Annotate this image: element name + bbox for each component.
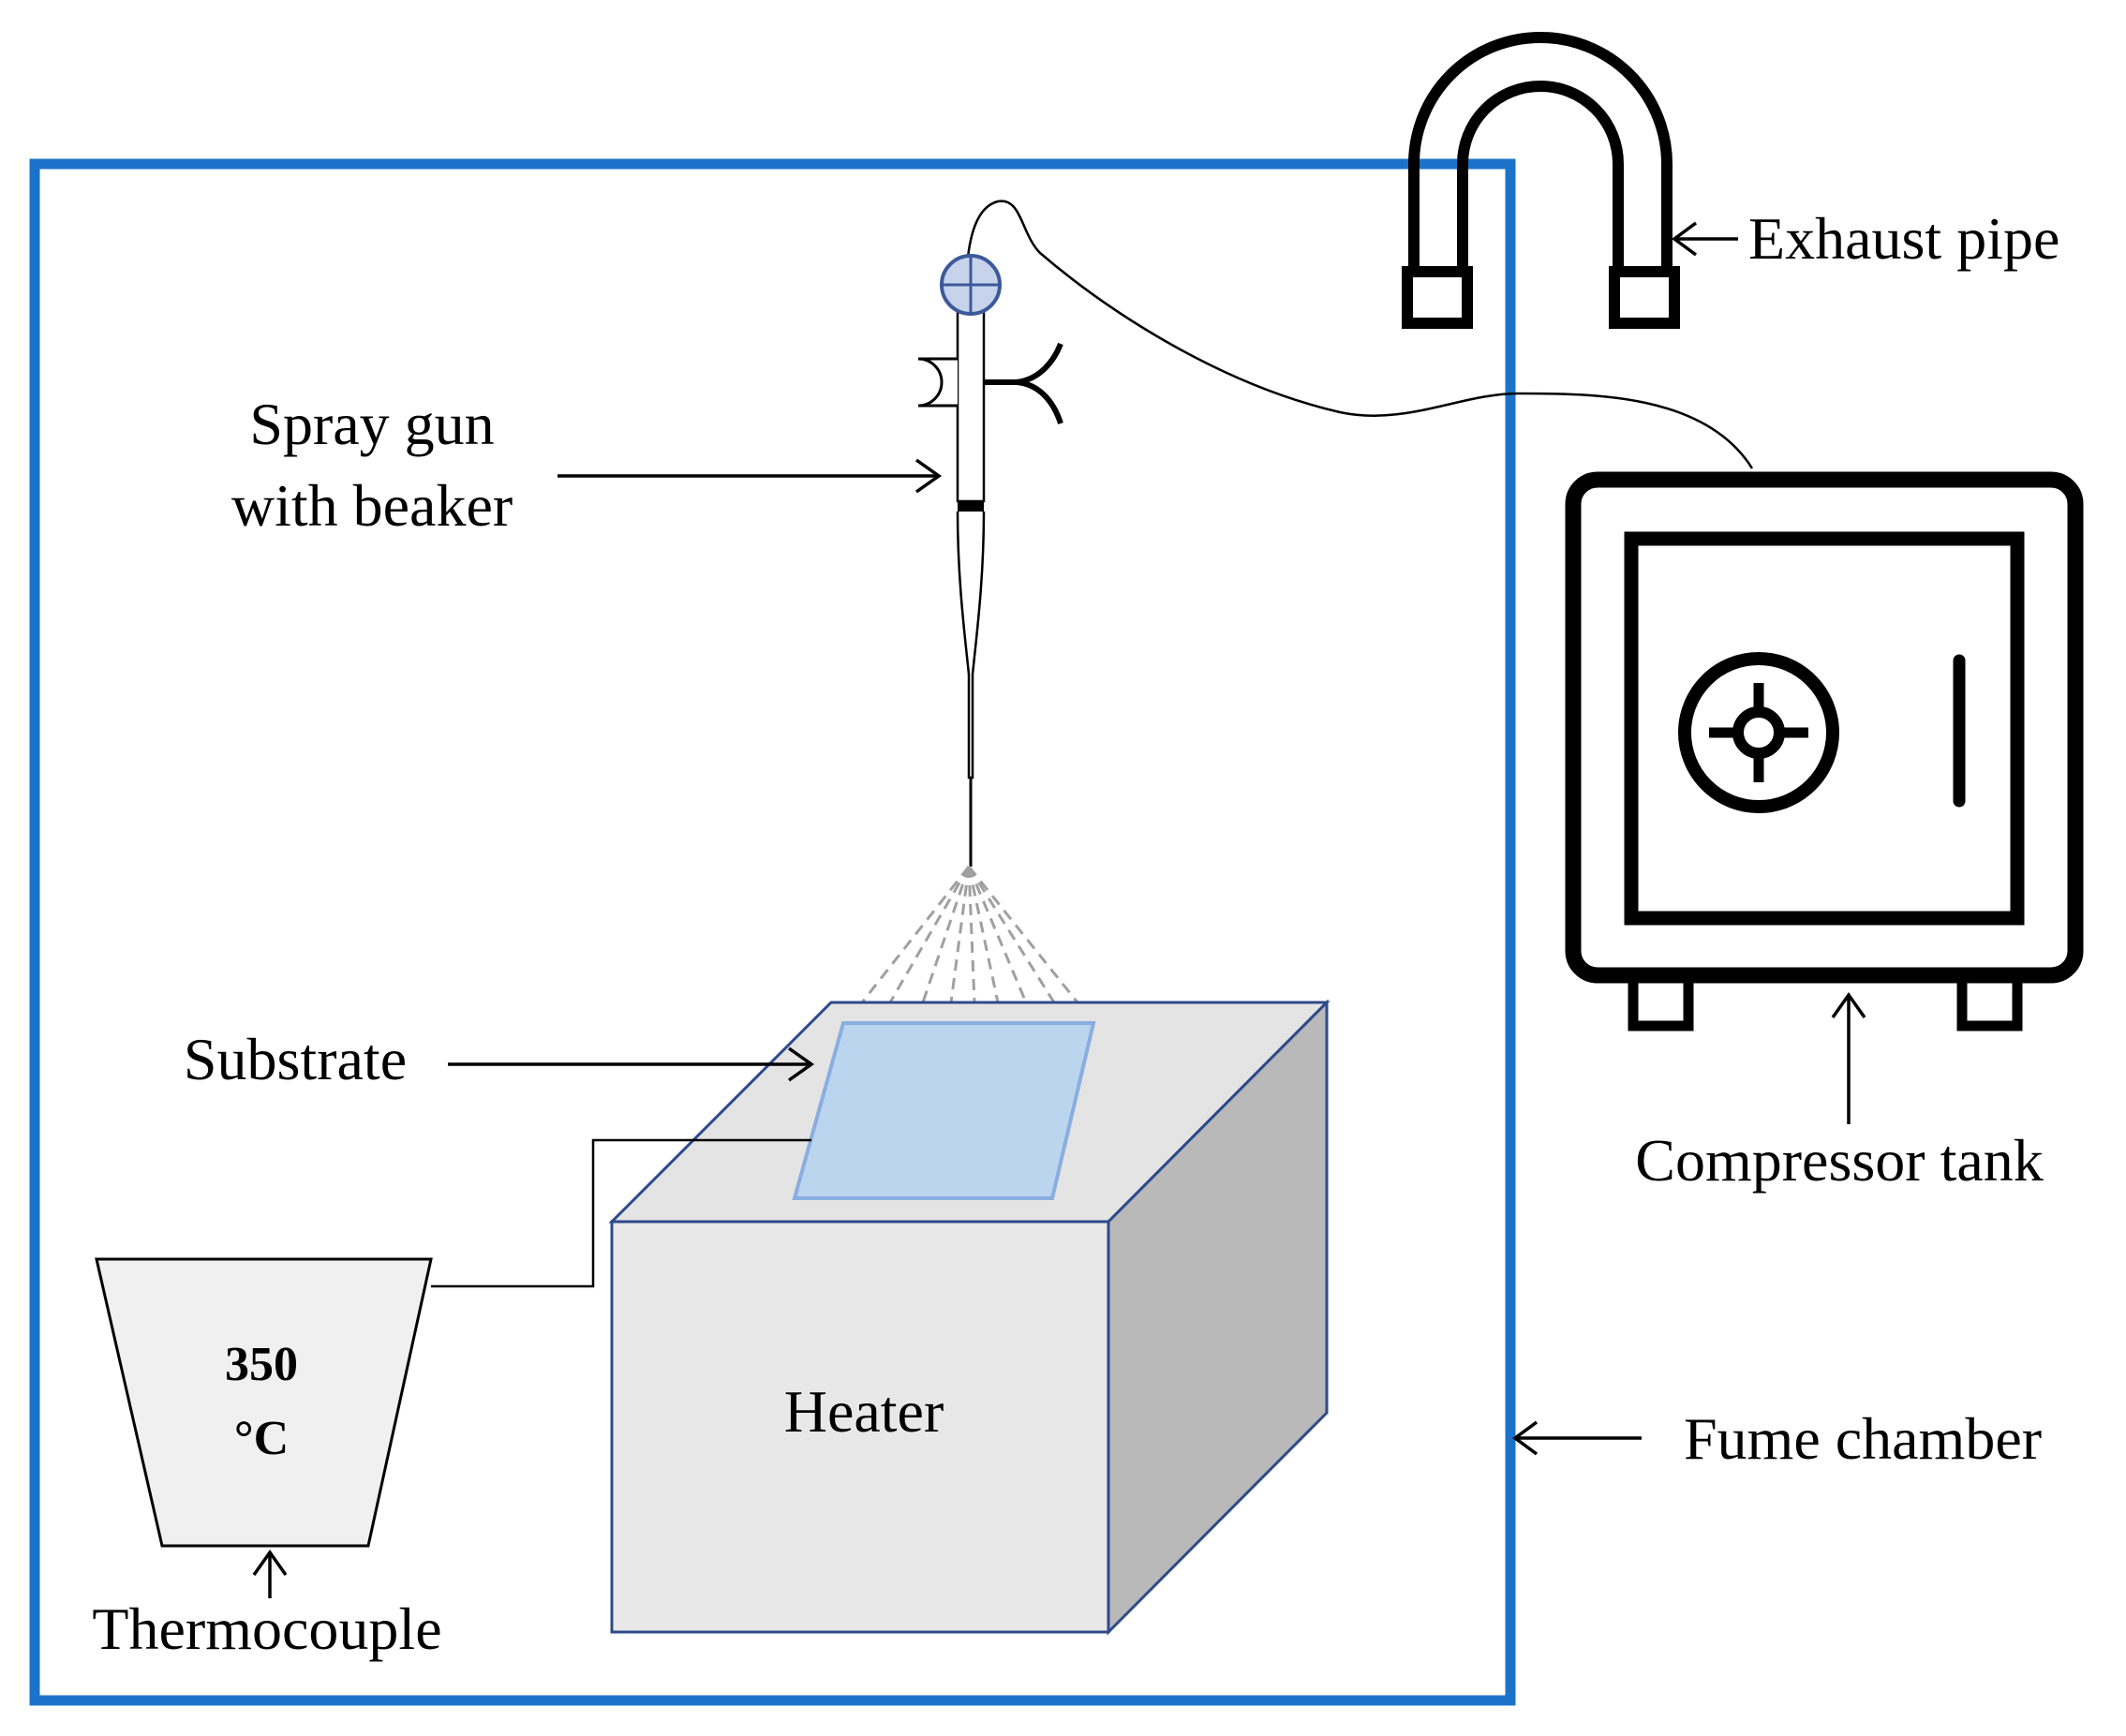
substrate-plate <box>792 1021 1096 1200</box>
heater-front-face <box>610 1220 1110 1634</box>
label-compressor-tank: Compressor tank <box>1635 1127 2044 1194</box>
arrow-spray-gun <box>558 458 943 494</box>
temperature-unit: °C <box>234 1412 289 1465</box>
thermocouple-wire <box>431 1138 811 1288</box>
arrow-substrate <box>448 1046 815 1082</box>
label-thermocouple: Thermocouple <box>92 1595 441 1662</box>
arrow-compressor-tank <box>1831 991 1866 1124</box>
exhaust-pipe <box>1402 32 1680 329</box>
air-hose <box>965 200 1754 469</box>
arrow-thermocouple <box>252 1549 288 1598</box>
spray-gun <box>917 293 1063 867</box>
label-spray-gun-line1: Spray gun <box>249 391 494 457</box>
label-exhaust-pipe: Exhaust pipe <box>1748 205 2059 272</box>
arrow-fume-chamber <box>1512 1420 1642 1456</box>
arrow-exhaust-pipe <box>1672 221 1738 257</box>
label-arrows <box>252 221 1866 1598</box>
compressor-tank <box>1565 471 2084 1031</box>
label-fume-chamber: Fume chamber <box>1684 1405 2042 1472</box>
label-heater: Heater <box>784 1378 944 1445</box>
label-spray-gun-line2: with beaker <box>231 472 513 539</box>
spray-gun-knob <box>940 254 1002 316</box>
fume-chamber-box <box>29 158 1516 1706</box>
label-substrate: Substrate <box>184 1026 407 1092</box>
temperature-value: 350 <box>225 1338 298 1391</box>
spray-cone <box>860 866 1079 1003</box>
thermocouple-display <box>95 1257 433 1548</box>
